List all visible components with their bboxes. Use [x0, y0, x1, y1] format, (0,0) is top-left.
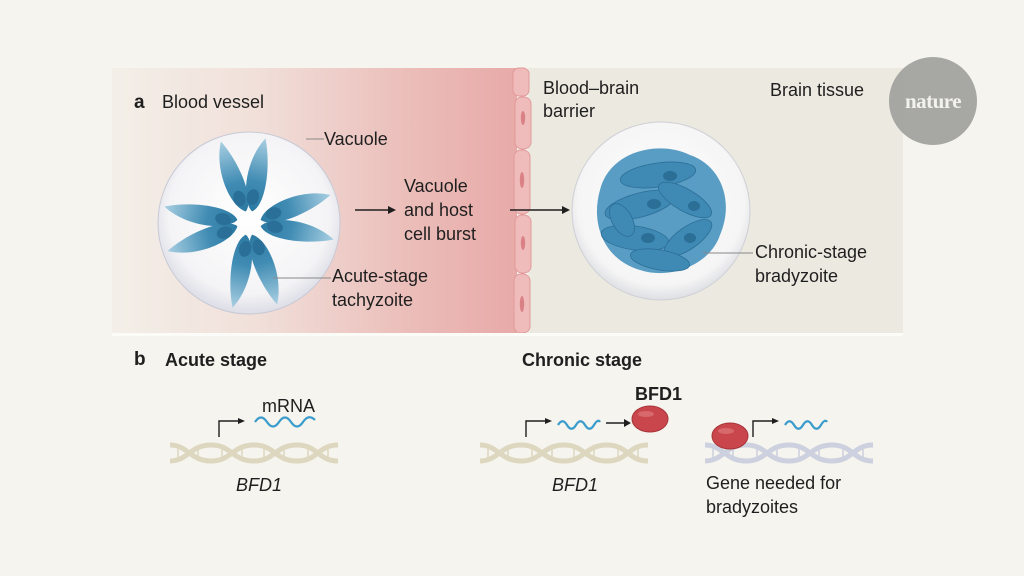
vacuole-leader-line	[306, 138, 324, 140]
mrna-strand	[557, 419, 601, 430]
mrna-strand	[784, 419, 828, 430]
target-gene-label-line2: bradyzoites	[706, 497, 799, 517]
bfd1-protein	[631, 405, 669, 433]
bradyzoite-leader-line	[703, 252, 753, 254]
tachyzoite-label-line2: tachyzoite	[332, 290, 414, 310]
mrna-strand	[254, 416, 316, 428]
chronic-cyst	[571, 121, 751, 301]
tachyzoite-rosette	[164, 138, 334, 308]
nature-logo-text: nature	[904, 88, 962, 113]
acute-dna-helix	[169, 442, 339, 464]
arrow-right-icon	[510, 206, 570, 214]
chronic-bfd1-dna-helix	[479, 442, 649, 464]
bradyzoite-label-line2: bradyzoite	[755, 266, 839, 286]
promoter-arrow-icon	[525, 418, 552, 437]
blood-vessel-label: Blood vessel	[162, 92, 265, 112]
burst-label-line1: Vacuole	[404, 176, 468, 196]
target-gene-label-line1: Gene needed for	[706, 473, 842, 493]
bound-bfd1-protein	[711, 422, 749, 450]
brain-tissue-label: Brain tissue	[770, 80, 865, 100]
chronic-gene-label: BFD1	[552, 475, 599, 495]
tachyzoite-label-line1: Acute-stage	[332, 266, 429, 286]
acute-stage-title: Acute stage	[165, 350, 268, 370]
acute-vacuole	[157, 131, 341, 315]
vacuole-label: Vacuole	[324, 129, 388, 149]
mrna-label: mRNA	[262, 396, 315, 416]
blood-brain-barrier-cells	[512, 67, 532, 334]
panel-a-letter: a	[134, 92, 145, 113]
bradyzoite-cluster	[596, 148, 726, 274]
burst-label-line3: cell burst	[404, 224, 477, 244]
tachyzoite-leader-line	[273, 277, 331, 279]
panel-b-letter: b	[134, 349, 146, 370]
nature-logo: nature	[889, 57, 977, 145]
bfd1-protein-label: BFD1	[635, 384, 683, 404]
barrier-label-line1: Blood–brain	[543, 78, 640, 98]
bradyzoite-label-line1: Chronic-stage	[755, 242, 868, 262]
promoter-arrow-icon	[752, 418, 779, 437]
barrier-label-line2: barrier	[543, 101, 596, 121]
promoter-arrow-icon	[218, 418, 245, 437]
burst-label-line2: and host	[404, 200, 474, 220]
acute-gene-label: BFD1	[236, 475, 283, 495]
arrow-right-icon	[606, 419, 631, 427]
arrow-right-icon	[355, 206, 396, 214]
chronic-stage-title: Chronic stage	[522, 350, 643, 370]
panel-divider	[112, 333, 903, 336]
